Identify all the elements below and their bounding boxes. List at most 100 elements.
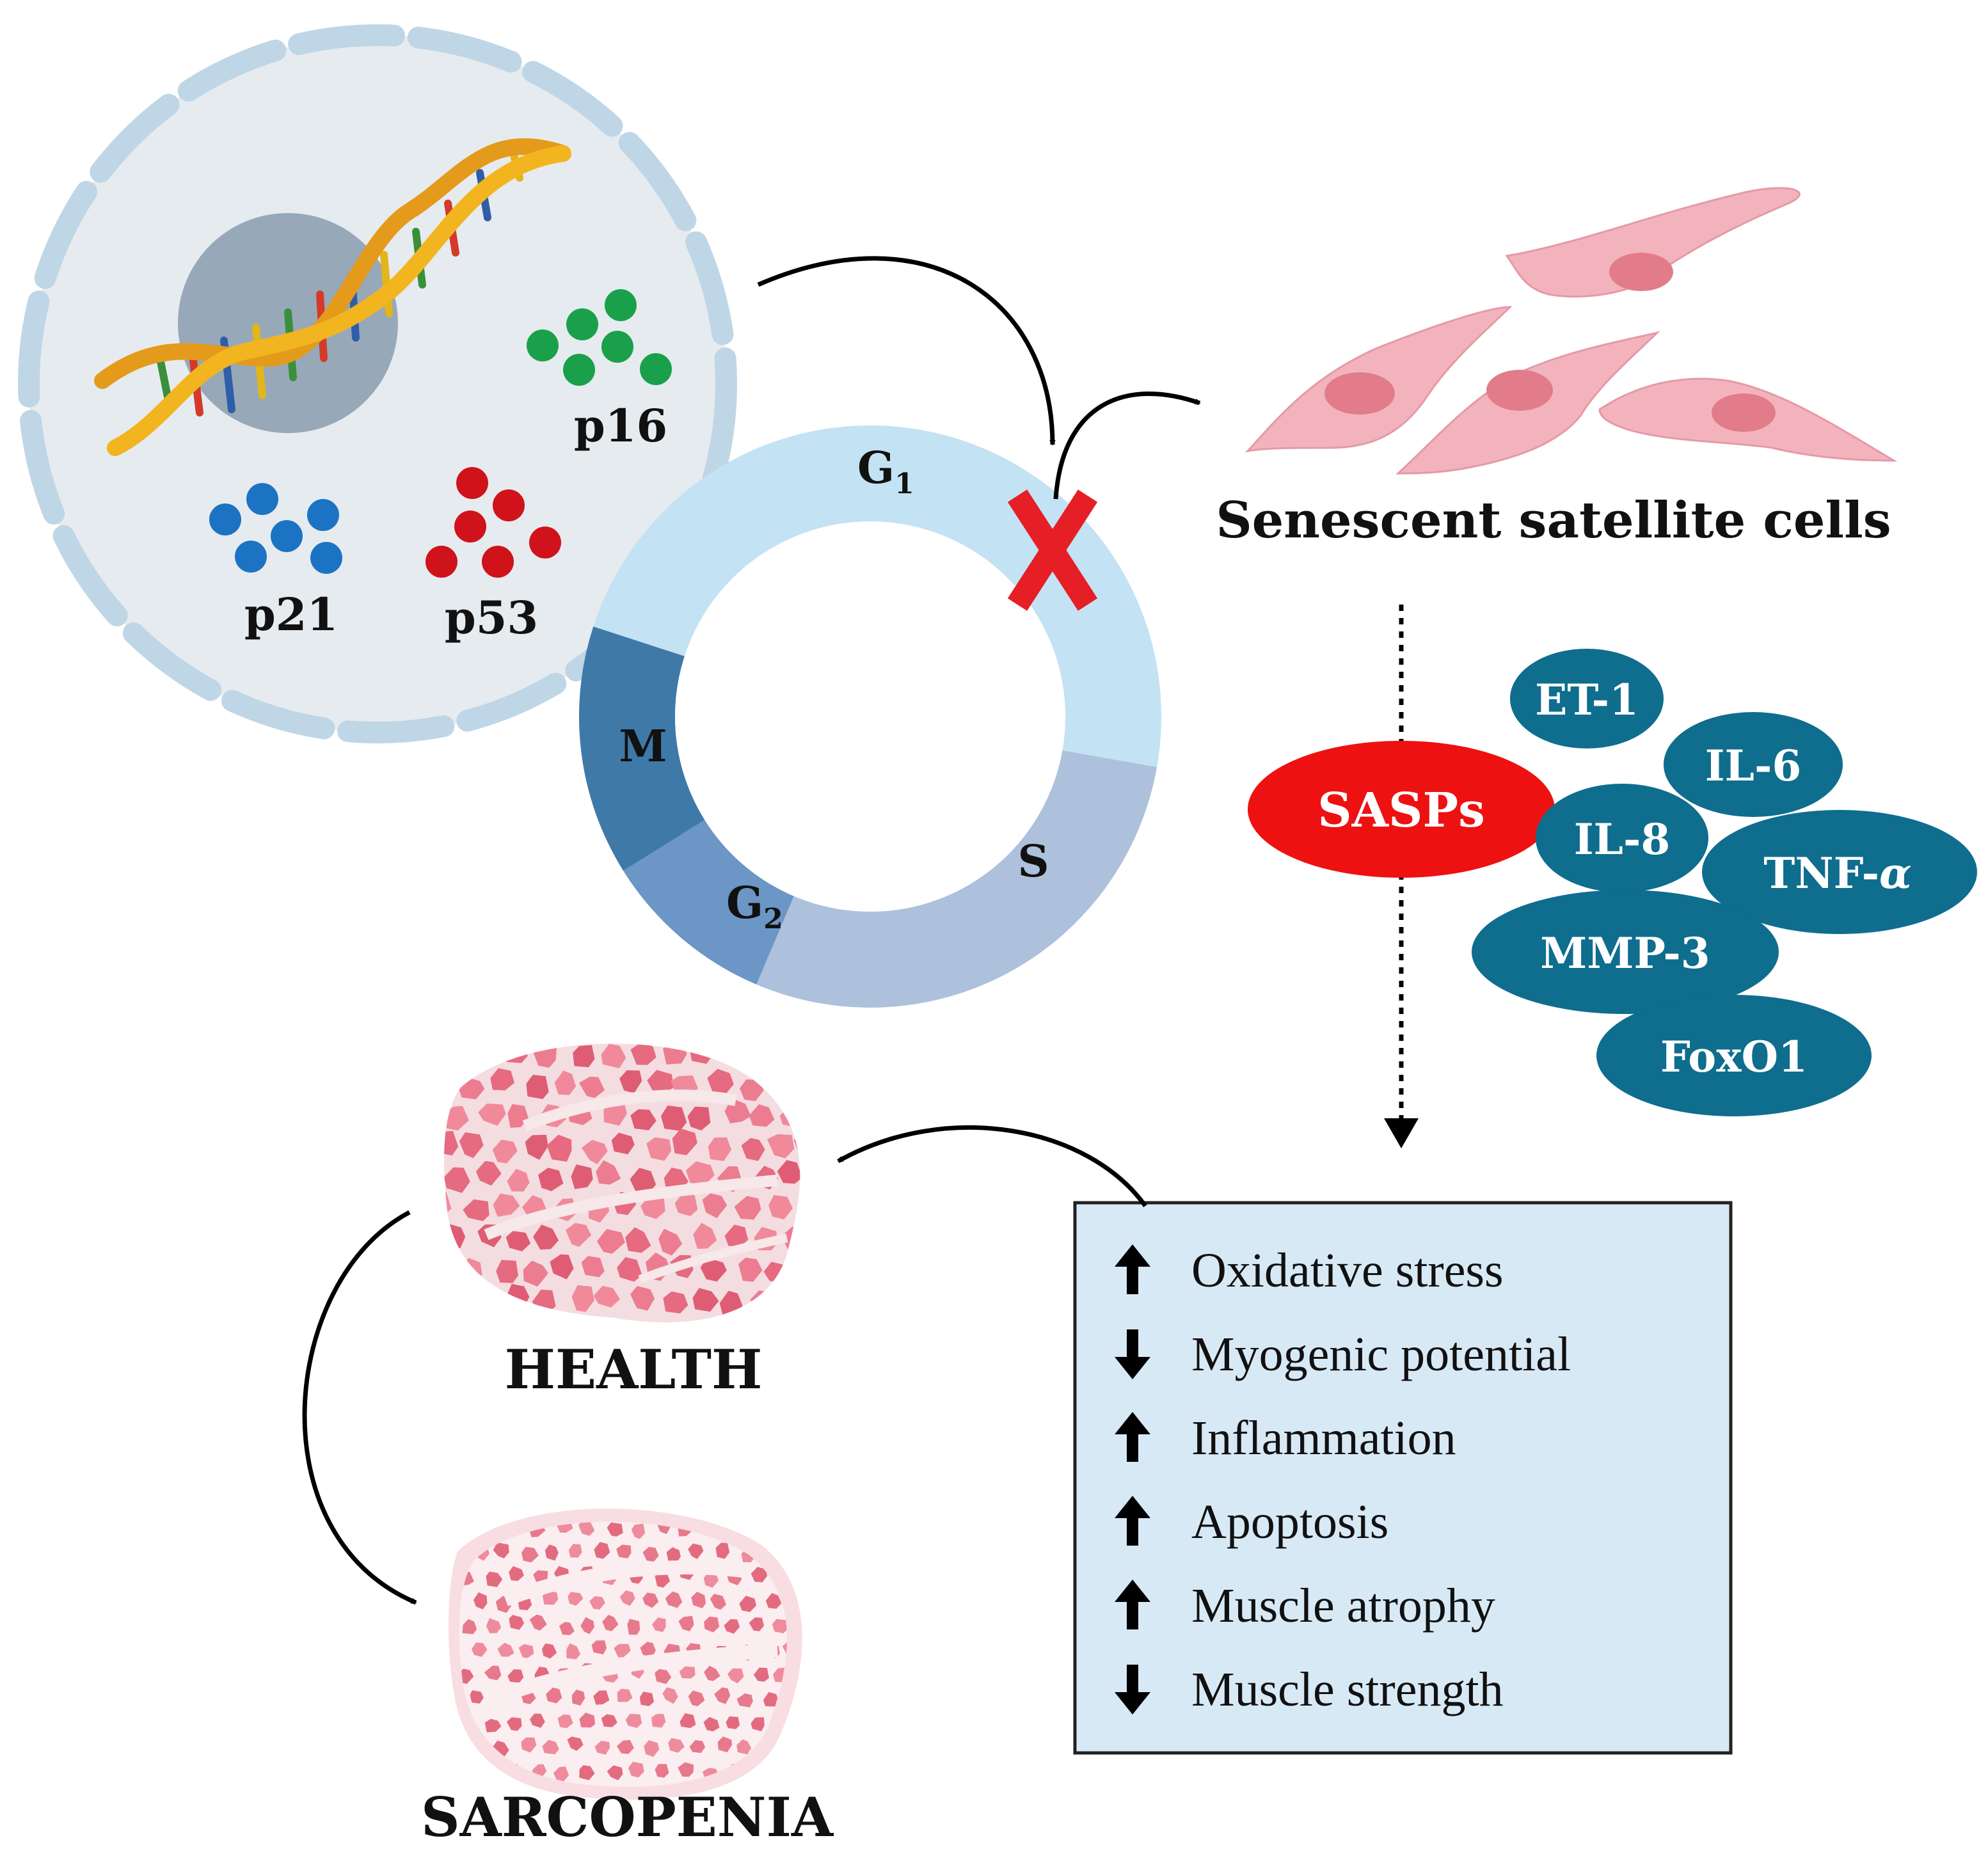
muscle-fiber: [715, 1542, 730, 1559]
muscle-fiber: [594, 1542, 610, 1559]
muscle-fiber: [680, 1713, 696, 1729]
muscle-fiber: [530, 1713, 545, 1728]
muscle-fiber: [738, 1257, 763, 1282]
down-arrow-icon: [1115, 1665, 1150, 1715]
muscle-fiber: [566, 1223, 592, 1247]
muscle-fiber: [571, 1164, 593, 1189]
muscle-fiber: [580, 1617, 594, 1635]
muscle-fiber: [596, 1160, 621, 1185]
muscle-fiber: [472, 1043, 500, 1068]
satellite-cell-icon: [1505, 187, 1801, 298]
muscle-fiber: [459, 1739, 461, 1754]
muscle-fiber: [692, 1492, 707, 1508]
muscle-fiber: [703, 1572, 719, 1588]
muscle-fiber: [429, 1011, 453, 1036]
muscle-fiber: [526, 1075, 549, 1099]
s-phase-label: S: [1017, 836, 1049, 887]
arrow-health-to-sarcopenia: [302, 1210, 417, 1605]
muscle-fiber: [630, 1168, 656, 1195]
muscle-fiber: [655, 1668, 672, 1684]
effect-text: Inflammation: [1191, 1411, 1456, 1465]
muscle-fiber: [666, 1547, 681, 1562]
s-phase-segment: [756, 750, 1157, 1008]
muscle-fiber: [736, 1693, 753, 1707]
muscle-fiber: [703, 1716, 720, 1732]
muscle-fiber: [687, 1106, 711, 1131]
muscle-fiber: [689, 1739, 706, 1754]
muscle-fiber: [655, 1571, 671, 1588]
muscle-fiber: [472, 1642, 488, 1657]
muscle-fiber: [651, 1617, 666, 1633]
muscle-fiber: [591, 1640, 607, 1654]
muscle-fiber: [685, 1161, 715, 1187]
muscle-fiber: [704, 1665, 720, 1681]
muscle-fiber: [462, 1619, 477, 1635]
muscle-fiber: [444, 1167, 470, 1193]
cell-cycle-center: [675, 521, 1065, 912]
p16-label: p16: [574, 399, 667, 452]
muscle-fiber: [779, 1105, 800, 1128]
muscle-fiber: [752, 1523, 770, 1538]
muscle-fiber: [578, 1521, 595, 1536]
muscle-fiber: [502, 1043, 528, 1063]
m-phase-segment: [579, 626, 705, 871]
muscle-fiber: [739, 1079, 764, 1102]
muscle-fiber: [559, 1622, 575, 1635]
up-arrow-icon: [1115, 1496, 1150, 1546]
muscle-fiber: [546, 1134, 572, 1162]
muscle-fiber: [642, 1592, 659, 1608]
muscle-fiber: [507, 1669, 524, 1683]
effect-row: Muscle strength: [1115, 1663, 1504, 1716]
muscle-fiber: [642, 1014, 666, 1037]
muscle-fiber: [777, 1160, 800, 1184]
g2-phase-label: G2: [726, 878, 783, 935]
muscle-fiber: [753, 1667, 769, 1682]
muscle-fiber: [741, 1137, 765, 1161]
muscle-fiber: [797, 1262, 800, 1287]
senescent-cells-label: Senescent satellite cells: [1216, 491, 1891, 550]
muscle-fiber: [579, 1076, 605, 1098]
muscle-fiber: [630, 1286, 655, 1311]
muscle-fiber: [521, 1546, 539, 1563]
healthy-muscle-cross-section: [429, 1010, 800, 1322]
muscle-fiber: [627, 1619, 640, 1635]
muscle-fiber: [700, 1258, 727, 1282]
muscle-fiber: [491, 1010, 520, 1033]
muscle-fiber: [772, 1619, 787, 1634]
muscle-fiber: [714, 1687, 731, 1704]
muscle-fiber: [640, 1196, 665, 1219]
muscle-fiber: [674, 1192, 698, 1216]
muscle-fiber: [625, 1714, 642, 1728]
muscle-fiber: [533, 1224, 559, 1250]
muscle-fiber: [783, 1288, 800, 1310]
muscle-fiber: [542, 1643, 557, 1659]
muscle-fiber: [775, 1523, 787, 1539]
sasp-label-badge: SASPs: [1248, 741, 1555, 878]
muscle-fiber: [765, 1070, 789, 1093]
p21-label: p21: [244, 588, 338, 641]
arrow-effects-to-muscle: [837, 1125, 1147, 1208]
muscle-fiber: [617, 1688, 633, 1702]
muscle-fiber: [490, 1068, 514, 1091]
muscle-fiber: [579, 1713, 596, 1728]
muscle-fiber: [710, 1594, 727, 1610]
muscle-fiber: [678, 1762, 694, 1777]
p16-protein-cluster: [527, 289, 672, 386]
muscle-fiber: [542, 1739, 559, 1755]
muscle-fiber: [763, 1692, 779, 1707]
muscle-fiber: [797, 1075, 800, 1098]
muscle-fiber: [617, 1257, 642, 1282]
muscle-fiber: [708, 1137, 732, 1161]
muscle-fiber: [523, 1260, 549, 1287]
senescent-satellite-cells-illustration: [1244, 187, 1898, 475]
il8-factor: IL-8: [1536, 784, 1708, 892]
effect-text: Muscle strength: [1191, 1663, 1504, 1716]
g1-phase-label: G1: [857, 443, 914, 500]
muscle-fiber: [525, 1134, 548, 1160]
svg-text:FoxO1: FoxO1: [1660, 1032, 1808, 1082]
il6-factor: IL-6: [1664, 712, 1843, 817]
muscle-fiber: [486, 1618, 502, 1633]
muscle-fiber: [646, 1137, 672, 1161]
